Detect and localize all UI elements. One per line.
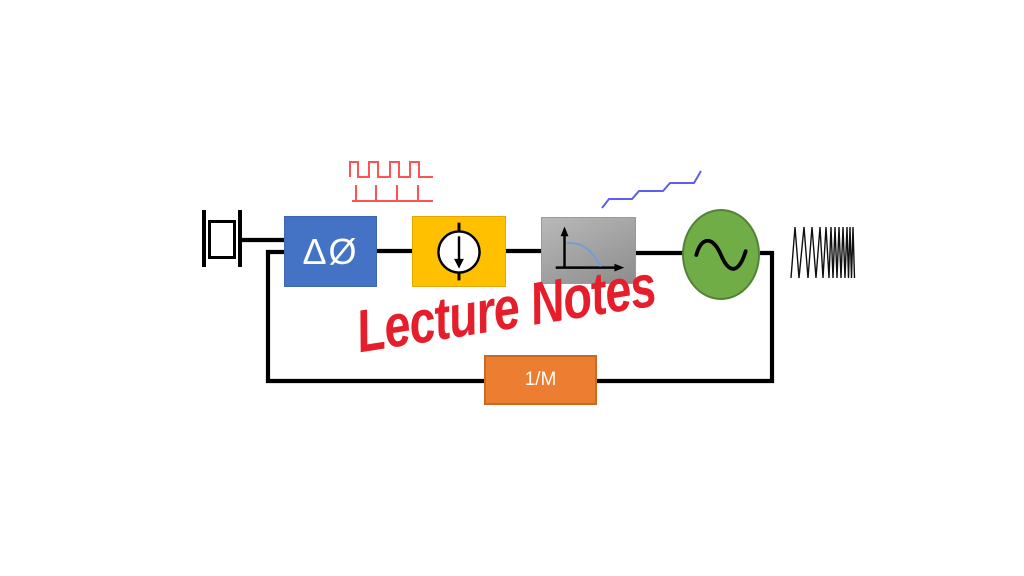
phase-detector-label: ΔØ bbox=[302, 230, 359, 272]
sine-wave-path bbox=[694, 238, 748, 271]
chirp-zigzag-icon bbox=[790, 226, 856, 279]
lowpass-response-curve-icon bbox=[555, 226, 625, 272]
filter-y-axis-arrow bbox=[560, 226, 569, 237]
pulse-train-ticks bbox=[355, 185, 419, 201]
pulse-train-square-wave bbox=[349, 161, 433, 178]
crystal-body bbox=[208, 220, 236, 259]
pulse-train-icon bbox=[349, 161, 433, 202]
crystal-left-plate bbox=[202, 210, 206, 267]
crystal-right-plate bbox=[238, 210, 242, 267]
current-source-arrow-head bbox=[454, 258, 464, 269]
charge-pump-block bbox=[412, 216, 506, 287]
current-source-down-arrow-icon bbox=[437, 222, 481, 281]
loop-filter-block bbox=[541, 217, 636, 284]
divider-label: 1/M bbox=[524, 369, 557, 390]
vco-block bbox=[682, 209, 760, 300]
sine-wave-icon bbox=[694, 238, 748, 271]
filter-rolloff-curve bbox=[566, 242, 602, 268]
filter-x-axis-arrow bbox=[614, 263, 625, 272]
divider-block: 1/M bbox=[484, 355, 597, 405]
phase-detector-block: ΔØ bbox=[284, 216, 377, 287]
staircase-ramp-icon bbox=[601, 170, 702, 209]
